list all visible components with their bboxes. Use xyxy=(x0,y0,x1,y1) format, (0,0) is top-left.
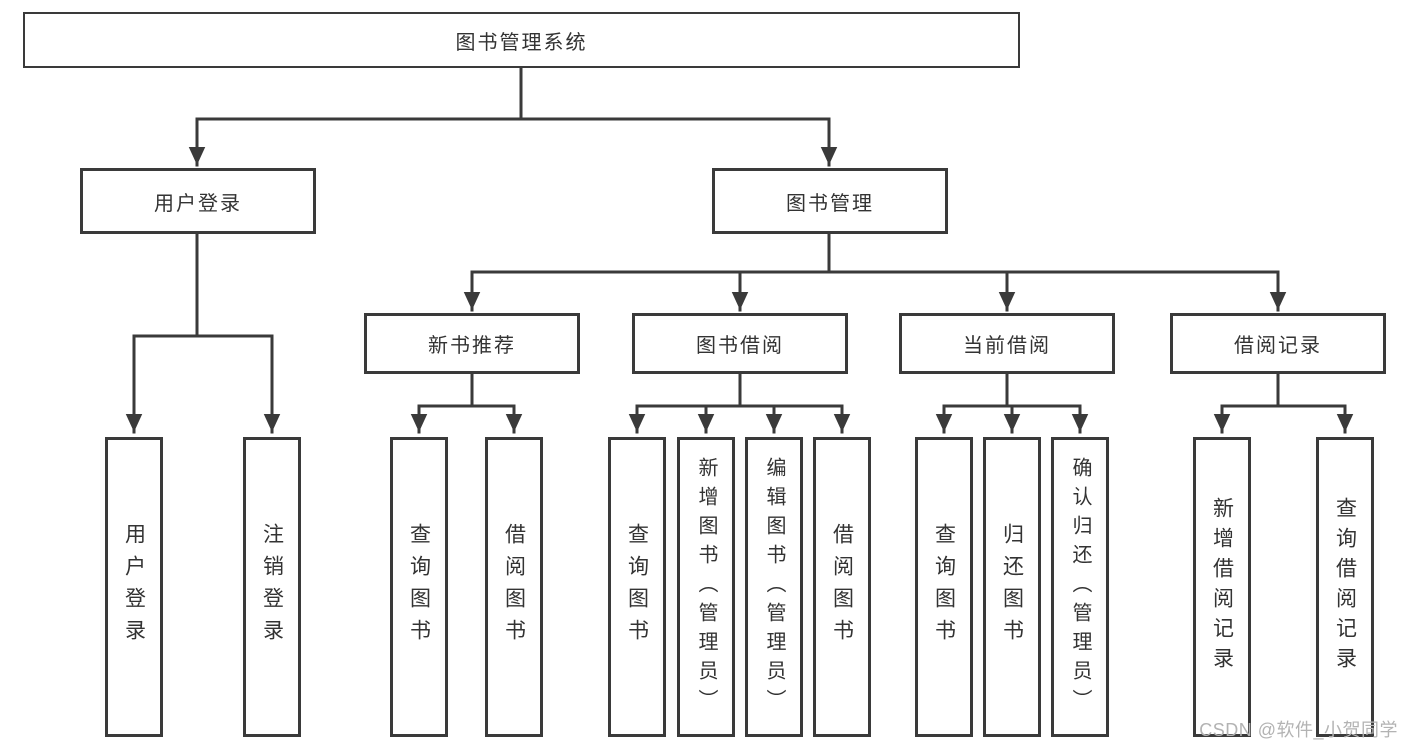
leaf-borrow-borrow-books: 借阅图书 xyxy=(813,437,871,737)
node-book-management: 图书管理 xyxy=(712,168,948,234)
leaf-logout: 注销登录 xyxy=(243,437,301,737)
leaf-newbooks-query-books: 查询图书 xyxy=(390,437,448,737)
leaf-newbooks-borrow-books: 借阅图书 xyxy=(485,437,543,737)
node-new-book-recommend: 新书推荐 xyxy=(364,313,580,374)
leaf-records-query-record: 查询借阅记录 xyxy=(1316,437,1374,737)
leaf-borrow-add-books-admin: 新增图书（管理员） xyxy=(677,437,735,737)
node-user-login: 用户登录 xyxy=(80,168,316,234)
leaf-current-query-books: 查询图书 xyxy=(915,437,973,737)
leaf-borrow-query-books: 查询图书 xyxy=(608,437,666,737)
node-book-borrow: 图书借阅 xyxy=(632,313,848,374)
node-root-library-system: 图书管理系统 xyxy=(23,12,1020,68)
csdn-watermark: CSDN @软件_小贺同学 xyxy=(1199,720,1398,740)
leaf-current-return-books: 归还图书 xyxy=(983,437,1041,737)
leaf-current-confirm-return-admin: 确认归还（管理员） xyxy=(1051,437,1109,737)
leaf-records-add-record: 新增借阅记录 xyxy=(1193,437,1251,737)
leaf-borrow-edit-books-admin: 编辑图书（管理员） xyxy=(745,437,803,737)
leaf-user-login: 用户登录 xyxy=(105,437,163,737)
node-current-borrow: 当前借阅 xyxy=(899,313,1115,374)
node-borrow-records: 借阅记录 xyxy=(1170,313,1386,374)
